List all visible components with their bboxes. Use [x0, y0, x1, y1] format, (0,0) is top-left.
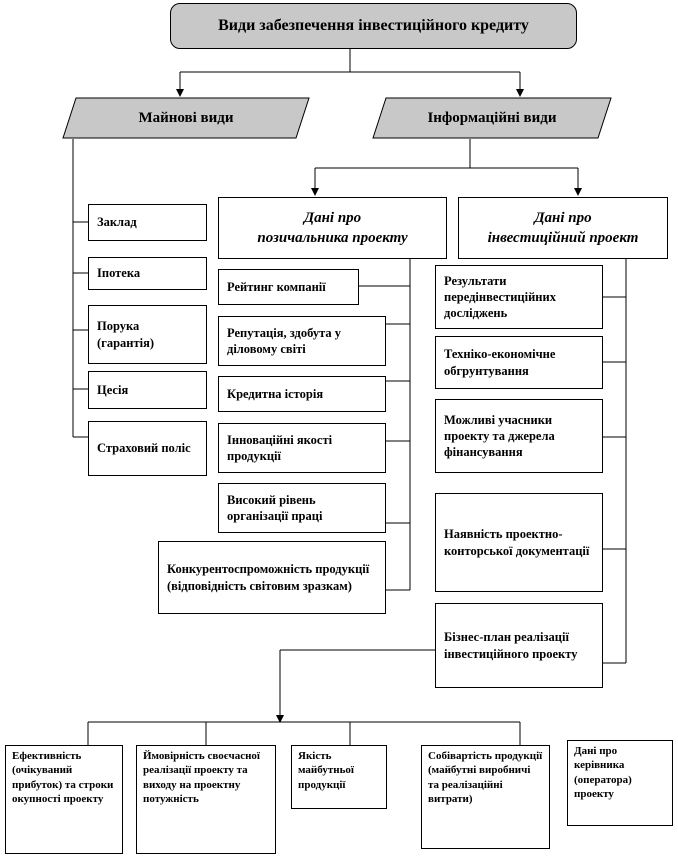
project-item-business-plan: Бізнес-план реалізації інвестиційного пр… [435, 603, 603, 688]
info-types-label: Інформаційні види [427, 109, 557, 126]
project-data-label: Дані про інвестиційний проект [487, 209, 639, 246]
borrower-item-labor-organization: Високий рівень організації праці [218, 483, 386, 533]
borrower-data-header: Дані про позичальника проекту [218, 197, 447, 259]
business-plan-item-timely-implementation: Ймовірність своєчасної реалізації проект… [136, 745, 276, 854]
property-item-mortgage: Іпотека [88, 257, 207, 290]
borrower-item-competitiveness: Конкурентоспроможність продукції (відпов… [158, 541, 386, 614]
property-types-header: Майнові види [62, 97, 310, 139]
property-item-pledge: Заклад [88, 204, 207, 241]
diagram-title: Види забезпечення інвестиційного кредиту [170, 3, 577, 49]
business-plan-item-product-quality: Якість майбутньої продукції [291, 745, 387, 809]
borrower-item-innovation: Інноваційні якості продукції [218, 423, 386, 473]
property-item-guarantee: Порука (гарантія) [88, 305, 207, 364]
borrower-item-rating: Рейтинг компанії [218, 269, 359, 305]
business-plan-item-production-cost: Собівартість продукції (майбутні виробни… [421, 745, 550, 849]
project-item-feasibility-study: Техніко-економічне обгрунтування [435, 336, 603, 389]
info-types-header: Інформаційні види [372, 97, 612, 139]
diagram-title-text: Види забезпечення інвестиційного кредиту [218, 17, 529, 34]
business-plan-item-efficiency: Ефективність (очікуваний прибуток) та ст… [5, 745, 123, 854]
business-plan-item-manager-data: Дані про керівника (оператора) проекту [567, 740, 673, 826]
borrower-item-credit-history: Кредитна історія [218, 376, 386, 412]
project-item-design-documentation: Наявність проектно-конторської документа… [435, 493, 603, 592]
property-item-insurance: Страховий поліс [88, 421, 207, 476]
borrower-data-label: Дані про позичальника проекту [257, 209, 408, 246]
project-data-header: Дані про інвестиційний проект [458, 197, 668, 259]
project-item-pre-investment-research: Результати передінвестиційних досліджень [435, 265, 603, 329]
borrower-item-reputation: Репутація, здобута у діловому світі [218, 316, 386, 366]
property-types-label: Майнові види [138, 109, 234, 126]
project-item-participants-funding: Можливі учасники проекту та джерела фіна… [435, 399, 603, 473]
property-item-cession: Цесія [88, 371, 207, 409]
